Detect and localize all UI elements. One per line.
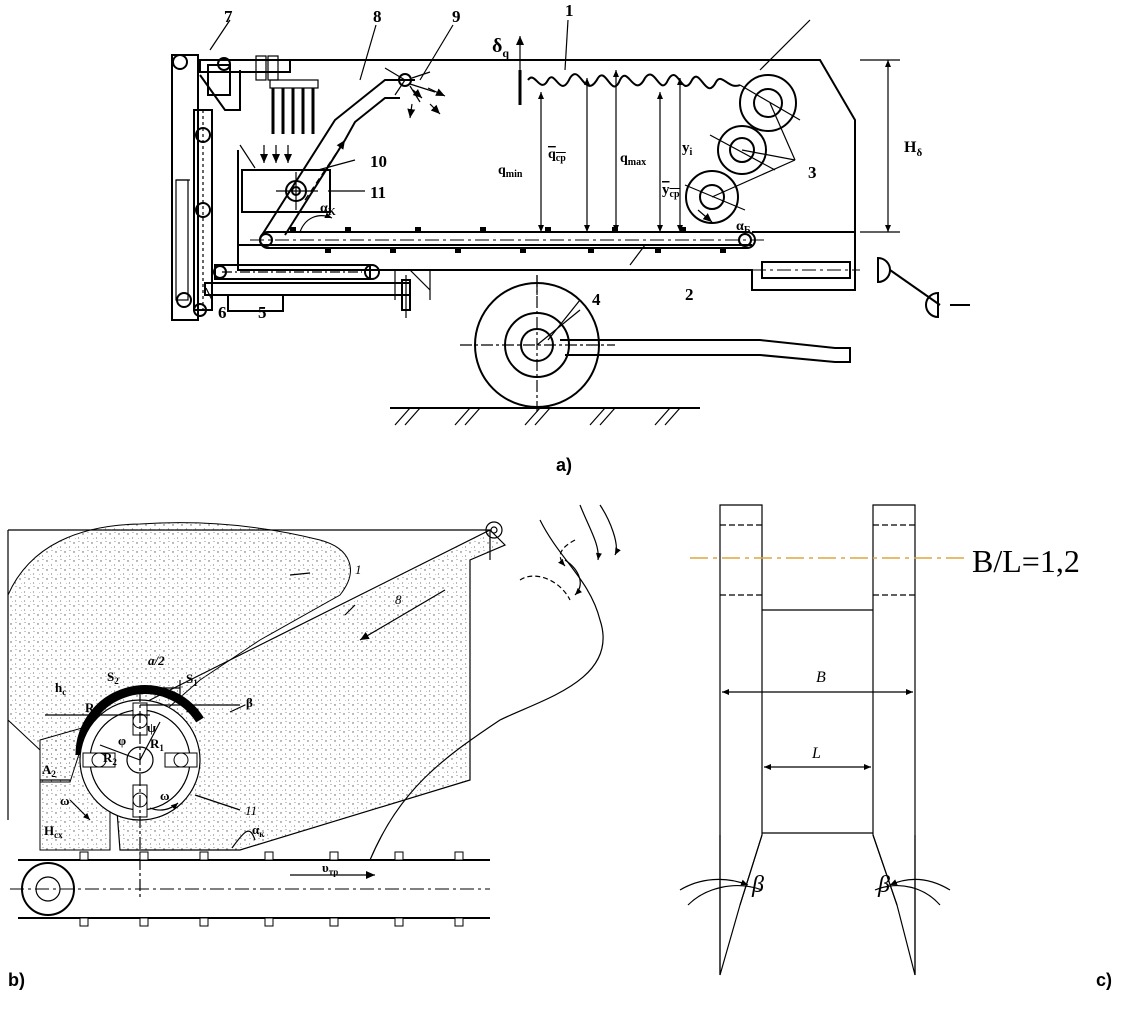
floor-conveyor <box>250 227 765 253</box>
wheel <box>460 275 851 412</box>
b-label: B <box>816 669 826 686</box>
lifting-frame <box>171 54 241 321</box>
psi-label: ψ <box>147 720 156 735</box>
a2-label: A2 <box>42 762 56 779</box>
right-tine <box>872 504 916 976</box>
alpha-b-label: αБ <box>736 219 751 236</box>
tow-hitch <box>752 256 970 319</box>
a1-label: A1 <box>186 700 200 717</box>
beater-drums <box>684 19 811 224</box>
s2-label: S2 <box>107 669 119 686</box>
phi-label: φ <box>118 733 126 748</box>
y-i-label: yi <box>682 140 693 158</box>
beta-left-label: β <box>751 872 764 898</box>
panel-a-machine-diagram: 1 2 3 4 5 6 7 8 9 10 11 δq Hδ qmin qcp q… <box>171 1 970 426</box>
h-delta-label: Hδ <box>904 139 922 159</box>
hc-label: hc <box>55 680 66 697</box>
beta-right-label: β <box>877 872 890 898</box>
label-7: 7 <box>224 7 233 26</box>
label-1: 1 <box>565 1 574 20</box>
omega-left-label: ω <box>60 793 70 808</box>
label-b-8: 8 <box>395 592 402 607</box>
label-9: 9 <box>452 7 461 26</box>
rotor <box>40 680 246 900</box>
s1-label: S1 <box>186 671 198 688</box>
alpha-k-label: αK <box>320 201 336 218</box>
q-max-label: qmax <box>620 151 646 168</box>
v-tp-label: υтр <box>322 860 338 877</box>
stem-right <box>889 878 951 891</box>
caption-b: b) <box>8 970 25 990</box>
ground-hatch <box>390 407 700 426</box>
top-rail <box>199 59 291 73</box>
label-b-11: 11 <box>245 803 257 818</box>
panel-b-symbols: S2 S1 a/2 hc β R3 ψ A1 φ R1 R2 A2 ω ω Hc… <box>42 653 338 877</box>
panel-c-tine-diagram: B/L=1,2 B L β β <box>679 504 1080 976</box>
alpha-k-b-label: αк <box>252 822 265 839</box>
stem-left <box>679 878 749 891</box>
airflow-curves <box>369 504 621 861</box>
beta-b-label: β <box>246 695 253 710</box>
label-5: 5 <box>258 303 267 322</box>
q-min-label: qmin <box>498 163 523 180</box>
label-3: 3 <box>808 163 817 182</box>
comb-teeth <box>255 55 319 134</box>
label-10: 10 <box>370 152 387 171</box>
label-2: 2 <box>685 285 694 304</box>
l-label: L <box>811 745 821 762</box>
left-tine <box>719 504 763 976</box>
bunker-body <box>230 59 856 291</box>
panel-b-labels: 1 8 11 <box>245 562 402 818</box>
omega-right-label: ω <box>160 788 170 803</box>
lower-beam <box>204 269 431 318</box>
material-surface-wave <box>527 73 741 90</box>
leader-lines <box>205 19 646 341</box>
r3-label: R3 <box>85 700 99 717</box>
a-half-label: a/2 <box>148 653 165 668</box>
hydraulic-cylinder <box>213 264 380 280</box>
height-arrows <box>299 59 900 233</box>
r2-label: R2 <box>103 750 117 767</box>
caption-a: a) <box>556 455 572 475</box>
inclined-conveyor <box>261 67 446 236</box>
panel-a-labels: 1 2 3 4 5 6 7 8 9 10 11 <box>218 1 817 322</box>
y-cp-label: ycp <box>662 182 680 200</box>
dispenser-box <box>239 144 365 213</box>
hcx-label: Hcx <box>44 823 63 840</box>
q-cp-label: qcp <box>548 147 566 164</box>
label-b-1: 1 <box>355 562 362 577</box>
label-4: 4 <box>592 290 601 309</box>
delta-q-label: δq <box>492 35 509 60</box>
r1-label: R1 <box>150 736 164 753</box>
panel-b-dispenser-diagram: 1 8 11 S2 S1 a/2 hc β R3 ψ A1 φ R1 R2 A2… <box>7 504 621 927</box>
label-6: 6 <box>218 303 227 322</box>
label-11: 11 <box>370 183 386 202</box>
panel-a-symbols: δq Hδ qmin qcp qmax yi ycp αK αБ <box>320 35 922 236</box>
label-8: 8 <box>373 7 382 26</box>
top-roller <box>485 521 503 539</box>
caption-c: c) <box>1096 970 1112 990</box>
floor-conveyor-b <box>10 830 490 927</box>
ratio-label: B/L=1,2 <box>972 543 1080 579</box>
